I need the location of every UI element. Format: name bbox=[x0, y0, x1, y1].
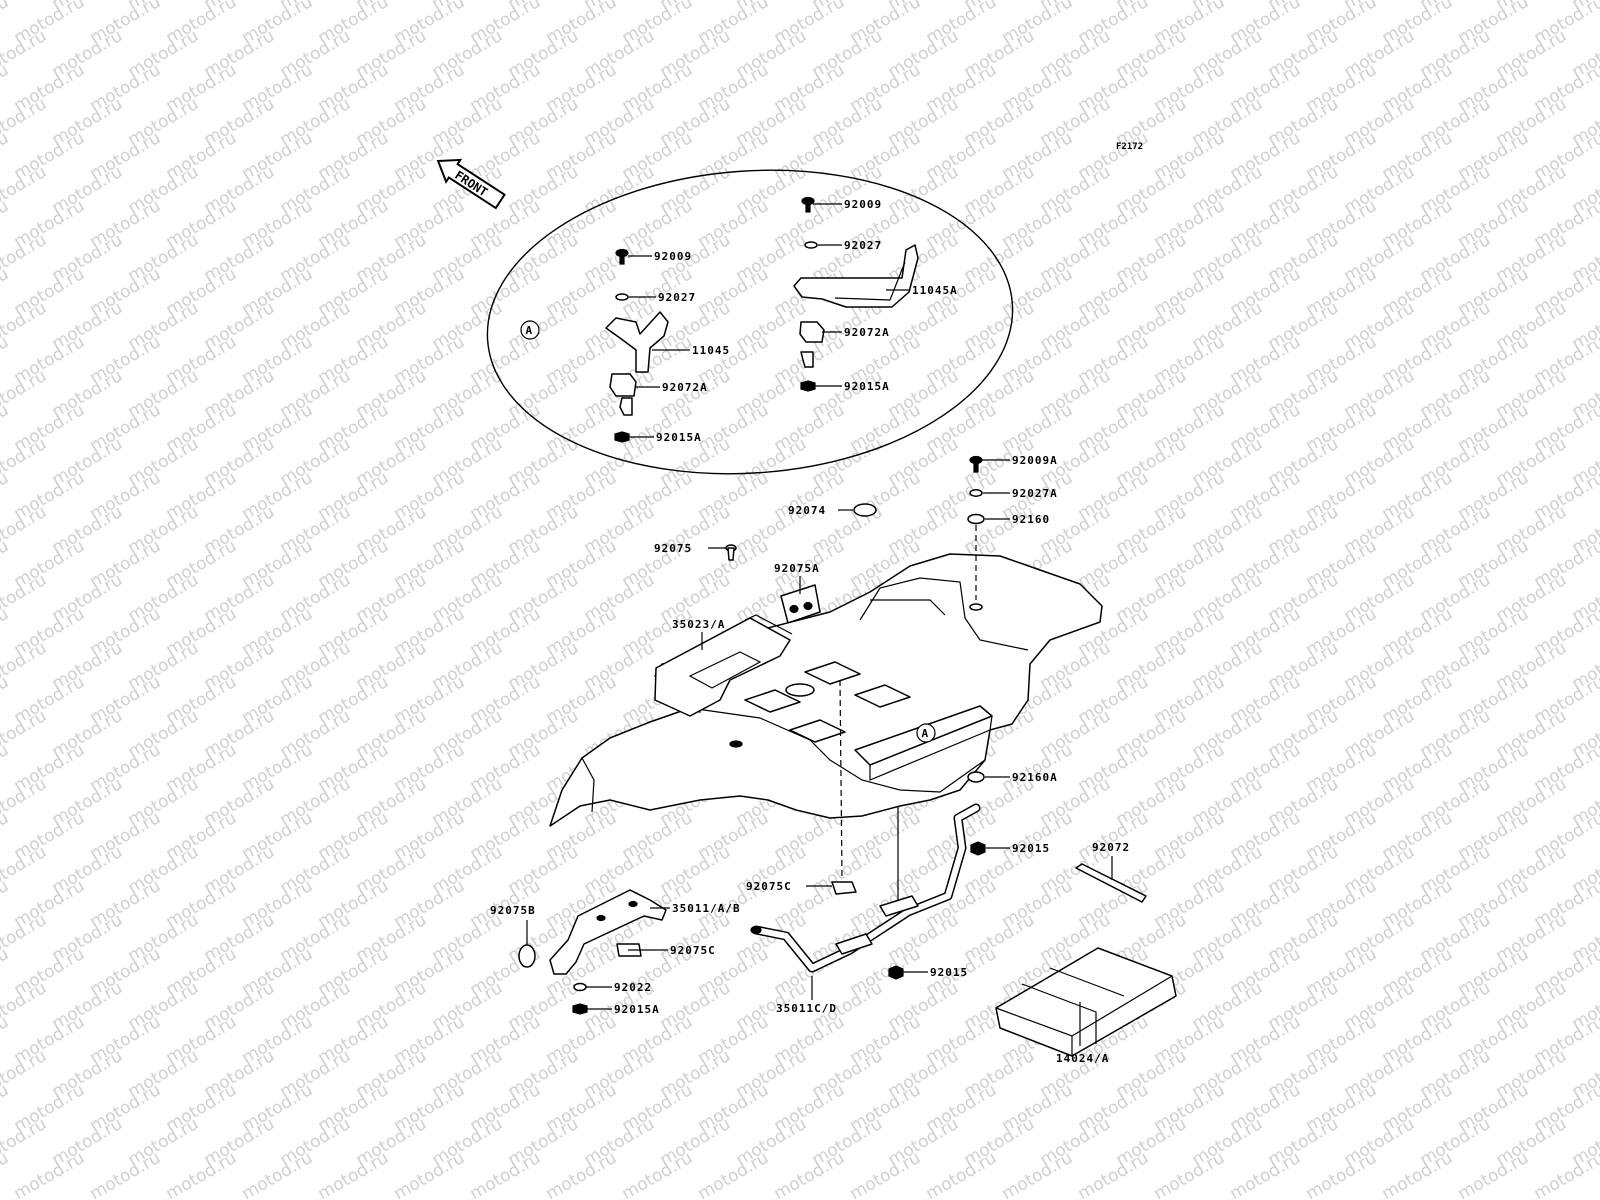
callout-92027-left: 92027 bbox=[658, 291, 696, 304]
part-92022 bbox=[573, 982, 587, 992]
watermark-text: motod.ru bbox=[0, 0, 12, 48]
watermark-text: motod.ru bbox=[0, 536, 12, 592]
part-92015A-left bbox=[614, 431, 630, 443]
callout-11045A: 11045A bbox=[912, 284, 958, 297]
watermark-text: motod.ru bbox=[1531, 1148, 1600, 1200]
callout-92015-a: 92015 bbox=[1012, 842, 1050, 855]
callout-92075: 92075 bbox=[654, 542, 692, 555]
watermark-text: motod.ru bbox=[0, 672, 12, 728]
watermark-text: motod.ru bbox=[0, 128, 12, 184]
watermark-text: motod.ru bbox=[0, 604, 12, 660]
part-92015-b bbox=[888, 965, 904, 980]
part-92015A-right bbox=[800, 380, 816, 392]
callout-92015-b: 92015 bbox=[930, 966, 968, 979]
callout-35011CD: 35011C/D bbox=[776, 1002, 837, 1015]
watermark-text: motod.ru bbox=[0, 468, 12, 524]
callout-92160: 92160 bbox=[1012, 513, 1050, 526]
part-92160A bbox=[967, 771, 985, 783]
watermark-text: motod.ru bbox=[0, 196, 12, 252]
watermark-text: motod.ru bbox=[0, 944, 12, 1000]
callout-92022: 92022 bbox=[614, 981, 652, 994]
detail-marker-label: A bbox=[526, 324, 533, 337]
watermark-text: motod.ru bbox=[0, 332, 12, 388]
callout-92075C-a: 92075C bbox=[746, 880, 792, 893]
part-92075C-a bbox=[831, 881, 857, 895]
part-92074 bbox=[853, 503, 877, 517]
callout-92027A: 92027A bbox=[1012, 487, 1058, 500]
watermark-text: motod.ru bbox=[0, 1012, 12, 1068]
callout-92074: 92074 bbox=[788, 504, 826, 517]
part-92027-left bbox=[615, 293, 629, 301]
callout-92160A: 92160A bbox=[1012, 771, 1058, 784]
callout-92009-left: 92009 bbox=[654, 250, 692, 263]
callout-92015A-right: 92015A bbox=[844, 380, 890, 393]
callout-35011AB: 35011/A/B bbox=[672, 902, 741, 915]
callout-35023A: 35023/A bbox=[672, 618, 725, 631]
callout-92075A: 92075A bbox=[774, 562, 820, 575]
watermark-text: motod.ru bbox=[0, 264, 12, 320]
callout-92015A-left: 92015A bbox=[656, 431, 702, 444]
watermark-text: motod.ru bbox=[0, 740, 12, 796]
callout-92075B: 92075B bbox=[490, 904, 536, 917]
detail-marker-a-top: A bbox=[520, 320, 540, 340]
detail-marker-a-fender: A bbox=[916, 723, 936, 743]
callout-92009A: 92009A bbox=[1012, 454, 1058, 467]
callout-92072A-left: 92072A bbox=[662, 381, 708, 394]
callout-92075C-b: 92075C bbox=[670, 944, 716, 957]
figure-code: F2172 bbox=[1116, 142, 1143, 152]
part-92160 bbox=[967, 513, 985, 525]
watermark-text: motod.ru bbox=[0, 400, 12, 456]
callout-92015A-b: 92015A bbox=[614, 1003, 660, 1016]
detail-marker-label-2: A bbox=[922, 727, 929, 740]
part-92075B bbox=[518, 944, 536, 968]
callout-92072: 92072 bbox=[1092, 841, 1130, 854]
callout-14024A: 14024/A bbox=[1056, 1052, 1109, 1065]
part-92015A-b bbox=[572, 1003, 588, 1015]
watermark-text: motod.ru bbox=[0, 1148, 12, 1200]
watermark-text: motod.ru bbox=[0, 60, 12, 116]
part-92027A bbox=[969, 489, 983, 497]
part-92015-a bbox=[970, 841, 986, 856]
watermark-text: motod.ru bbox=[0, 808, 12, 864]
part-92027-right bbox=[804, 241, 818, 249]
watermark-text: motod.ru bbox=[0, 876, 12, 932]
callout-92027-right: 92027 bbox=[844, 239, 882, 252]
callout-92009-right: 92009 bbox=[844, 198, 882, 211]
callout-11045: 11045 bbox=[692, 344, 730, 357]
watermark-text: motod.ru bbox=[0, 1080, 12, 1136]
callout-92072A-right: 92072A bbox=[844, 326, 890, 339]
